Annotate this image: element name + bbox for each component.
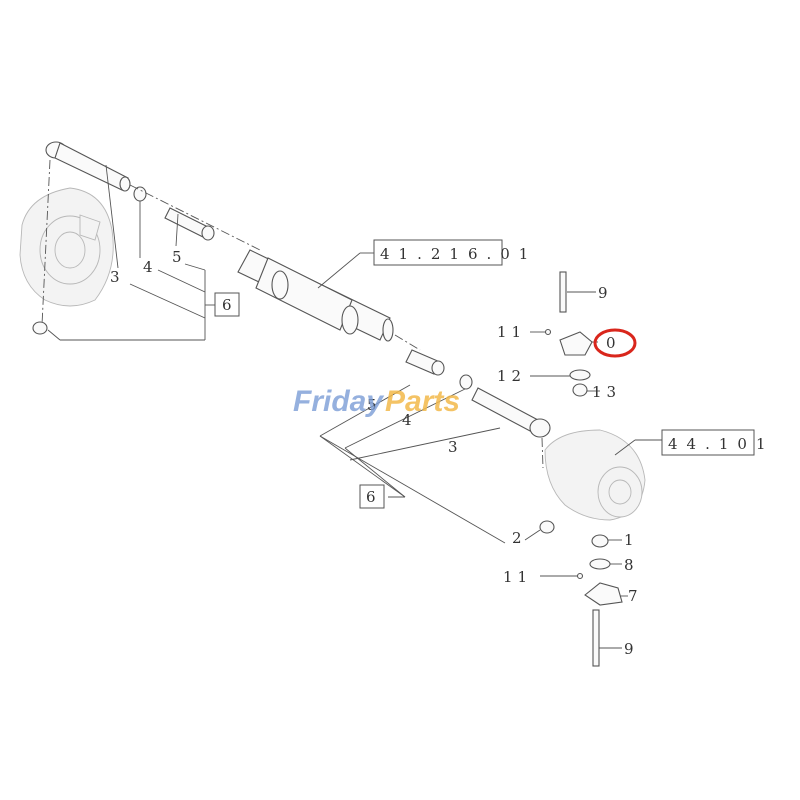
watermark-logo: FridayParts	[293, 385, 460, 418]
left-inner-joint-5	[164, 207, 215, 241]
callout-right-11-top: 11	[497, 323, 526, 341]
leader-lines	[47, 164, 662, 649]
callout-top-3: 3	[110, 268, 125, 286]
ref-box-steering-cylinder: 41.216.01	[373, 239, 537, 266]
callout-top-4: 4	[143, 258, 158, 276]
highlight-ring	[593, 328, 637, 358]
callout-right-12: 12	[497, 367, 526, 385]
callout-box-top-6	[214, 292, 240, 317]
left-tie-rod	[41, 141, 131, 326]
callout-top-6: 6	[222, 296, 237, 314]
ref-box-axle-housing: 44.101	[661, 429, 775, 456]
svg-text:44.101: 44.101	[668, 435, 775, 453]
right-tie-rod	[471, 387, 551, 469]
callout-bottom-11: 11	[503, 568, 532, 586]
callout-top-5: 5	[172, 248, 187, 266]
right-axle-housing	[544, 429, 646, 521]
callout-bottom-7: 7	[628, 587, 643, 605]
callout-right-0: 0	[606, 334, 621, 352]
svg-text:41.216.01: 41.216.01	[380, 245, 537, 263]
callout-mid-4: 4	[402, 411, 417, 429]
steering-cylinder	[237, 249, 394, 342]
left-axle-housing	[19, 187, 114, 307]
callout-labels: 3 4 5 6 9 11 0 12 13 5 4 3 6 2 1 11 8 7 …	[110, 248, 643, 658]
callout-mid-6: 6	[366, 488, 381, 506]
bottom-nut-2	[539, 520, 555, 534]
right-inner-joint	[405, 349, 445, 376]
callout-mid-3: 3	[448, 438, 463, 456]
callout-right-13: 13	[592, 383, 621, 401]
lower-pin-assembly	[576, 534, 623, 667]
callout-mid-5: 5	[367, 396, 382, 414]
upper-pin-assembly	[544, 271, 593, 397]
callout-right-9-top: 9	[598, 284, 613, 302]
right-ring-4	[459, 374, 473, 390]
callout-bottom-2: 2	[512, 529, 527, 547]
callout-bottom-9: 9	[624, 640, 639, 658]
left-nut-2	[32, 321, 48, 335]
svg-text:FridayParts: FridayParts	[293, 385, 460, 418]
callout-bottom-8: 8	[624, 556, 639, 574]
callout-box-mid-6	[359, 484, 385, 509]
left-ring-4	[133, 186, 147, 202]
callout-bottom-1: 1	[624, 531, 639, 549]
